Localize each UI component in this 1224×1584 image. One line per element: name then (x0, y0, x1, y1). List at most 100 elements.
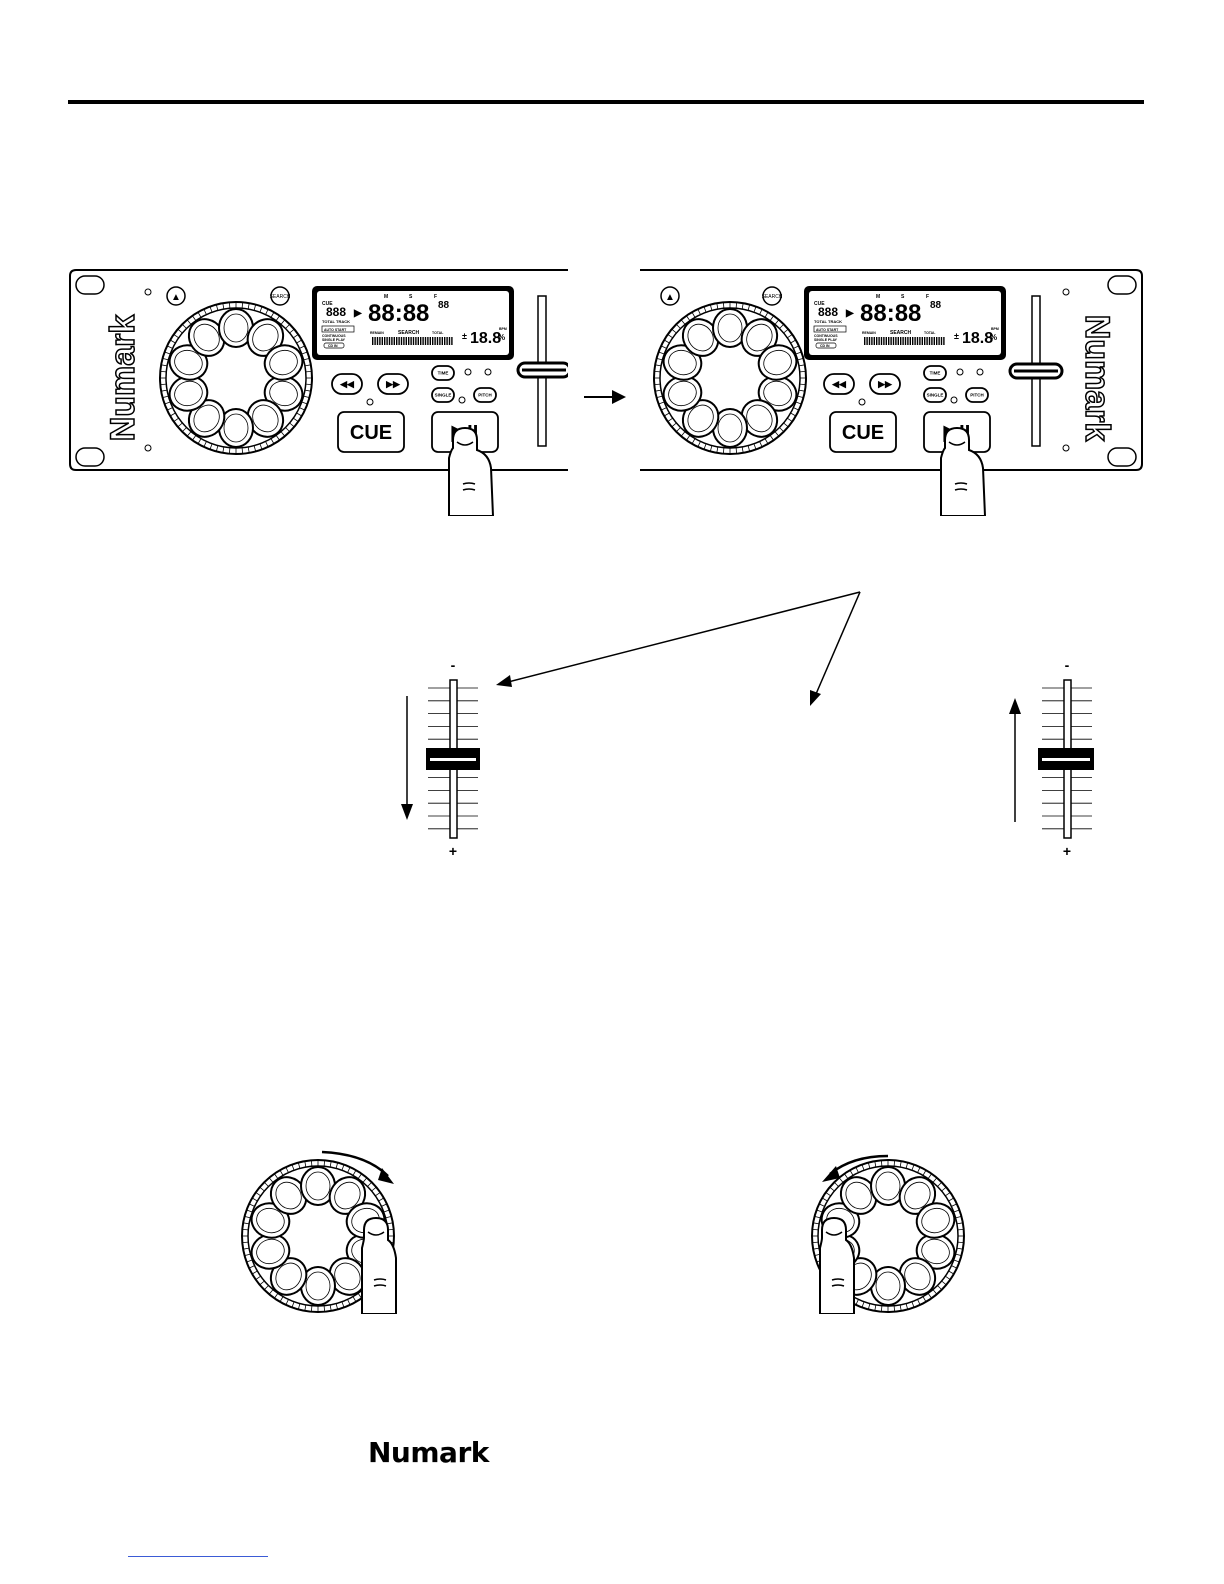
svg-text:S: S (901, 294, 905, 300)
single-button[interactable] (431, 387, 455, 403)
eject-icon: ▲ (171, 292, 181, 303)
fast-forward-button-label: ▶▶ (385, 379, 401, 389)
search-button[interactable] (762, 286, 782, 306)
indicator-led (976, 368, 984, 376)
search-button[interactable] (270, 286, 290, 306)
indicator-led (464, 368, 472, 376)
pitch-button-label: PITCH (970, 393, 984, 398)
footer-brand-logo: Numark (368, 1436, 489, 1469)
svg-text:88: 88 (930, 300, 942, 311)
brand-logo-vertical: Numark (103, 314, 143, 442)
fader-plus-label: + (449, 843, 457, 859)
top-rule (68, 100, 1144, 104)
cd-player-panel-left: Numark ▲ SEARCH M S F CUE 888 ▶TOTAL TRACK 88:… (69, 269, 568, 516)
track-readout: 888 (326, 305, 346, 319)
indicator-led (458, 396, 466, 404)
svg-text:▶: ▶ (845, 308, 855, 319)
svg-text:Numark: Numark (1078, 315, 1116, 442)
time-readout: 88:88 (368, 300, 429, 327)
pitch-readout: 18.8 (962, 330, 993, 347)
indicator-led (366, 398, 374, 406)
svg-text:AUTO START: AUTO START (816, 328, 839, 332)
svg-text:BPM: BPM (991, 327, 999, 331)
footer-link-underline[interactable] (128, 1556, 268, 1557)
svg-text:F: F (926, 294, 929, 300)
svg-text:BPM: BPM (499, 327, 507, 331)
svg-text:88: 88 (438, 300, 450, 311)
single-button[interactable] (923, 387, 947, 403)
rewind-button-label: ◀◀ (339, 379, 355, 389)
indicator-led (484, 368, 492, 376)
svg-text:AUTO START: AUTO START (324, 328, 347, 332)
svg-text:M: M (876, 294, 880, 300)
time-button[interactable] (431, 365, 455, 381)
svg-text:S: S (409, 294, 413, 300)
svg-text:REMAIN: REMAIN (862, 331, 876, 335)
eject-button[interactable] (166, 286, 186, 306)
pitch-readout: 18.8 (470, 330, 501, 347)
single-button-label: SINGLE (927, 393, 944, 398)
svg-text:TOTAL: TOTAL (432, 331, 444, 335)
cue-button[interactable] (829, 411, 897, 453)
pitch-fader-diagram-left: - + (401, 660, 480, 859)
svg-text:TOTAL TRACK: TOTAL TRACK (814, 319, 842, 324)
cue-button-label: CUE (350, 422, 392, 444)
svg-text:TOTAL TRACK: TOTAL TRACK (322, 319, 350, 324)
time-button-label: TIME (438, 371, 449, 376)
callout-arrows (496, 591, 861, 706)
indicator-led (858, 398, 866, 406)
eject-button[interactable] (660, 286, 680, 306)
svg-text:CONTINUOUS: CONTINUOUS (814, 334, 838, 338)
fader-plus-label: + (1063, 843, 1071, 859)
svg-text:CD IN: CD IN (820, 344, 830, 348)
track-readout: 888 (818, 305, 838, 319)
svg-text:SEARCH: SEARCH (890, 330, 912, 336)
svg-text:▶: ▶ (353, 308, 363, 319)
svg-text:F: F (434, 294, 437, 300)
cue-button-label: CUE (842, 422, 884, 444)
transition-arrow (584, 390, 626, 404)
svg-text:CONTINUOUS: CONTINUOUS (322, 334, 346, 338)
search-button-label: SEARCH (762, 294, 783, 300)
finger-press-icon (448, 426, 495, 516)
pitch-button[interactable] (965, 387, 989, 403)
jog-wheel-clockwise-diagram (241, 1150, 397, 1314)
fader-minus-label: - (451, 660, 456, 673)
rewind-button[interactable] (823, 373, 855, 395)
svg-text:TOTAL: TOTAL (924, 331, 936, 335)
svg-text:%: % (498, 333, 505, 342)
fast-forward-button[interactable] (377, 373, 409, 395)
fast-forward-button[interactable] (869, 373, 901, 395)
finger-press-icon (361, 1216, 397, 1314)
indicator-led (950, 396, 958, 404)
search-button-label: SEARCH (270, 294, 291, 300)
time-button[interactable] (923, 365, 947, 381)
fader-minus-label: - (1065, 660, 1070, 673)
svg-text:±: ± (954, 331, 959, 341)
pitch-button[interactable] (473, 387, 497, 403)
jog-wheel-counterclockwise-diagram (811, 1154, 965, 1314)
fast-forward-button-label: ▶▶ (877, 379, 893, 389)
indicator-led (956, 368, 964, 376)
time-readout: 88:88 (860, 300, 921, 327)
jog-wheel[interactable] (159, 301, 313, 455)
pitch-fader-diagram-right: - + (1009, 660, 1094, 859)
svg-text:CD IN: CD IN (328, 344, 338, 348)
rewind-button[interactable] (331, 373, 363, 395)
svg-text:CUE: CUE (814, 301, 825, 307)
single-button-label: SINGLE (435, 393, 452, 398)
svg-text:REMAIN: REMAIN (370, 331, 384, 335)
cue-button[interactable] (337, 411, 405, 453)
finger-press-icon (940, 426, 987, 516)
pitch-button-label: PITCH (478, 393, 492, 398)
eject-icon: ▲ (665, 292, 675, 303)
svg-text:M: M (384, 294, 388, 300)
svg-text:Numark: Numark (104, 315, 142, 442)
svg-text:SEARCH: SEARCH (398, 330, 420, 336)
jog-wheel[interactable] (653, 301, 807, 455)
time-button-label: TIME (930, 371, 941, 376)
svg-text:SINGLE PLAY: SINGLE PLAY (814, 338, 838, 342)
